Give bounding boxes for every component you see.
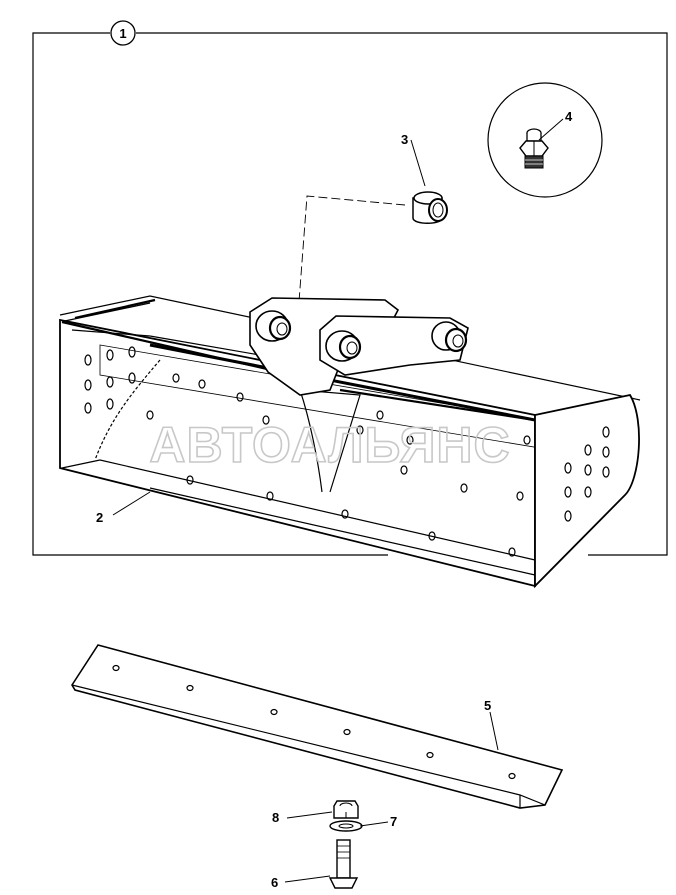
grease-nipple	[519, 128, 549, 169]
bushing-leader	[296, 195, 406, 329]
washer	[329, 820, 363, 832]
bucket: 2	[59, 295, 641, 589]
nut	[333, 800, 359, 819]
callout-4: 4	[565, 109, 573, 124]
callout-5: 5	[484, 698, 491, 713]
callout-3: 3	[401, 132, 408, 147]
bolt-assembly: 8 7 6	[271, 800, 397, 890]
mounting-brackets	[249, 297, 469, 396]
svg-text:1: 1	[119, 26, 126, 41]
callout-6: 6	[271, 875, 278, 890]
bushing: 3	[401, 132, 448, 224]
bolt	[328, 839, 359, 889]
grease-nipple-detail: 4	[487, 82, 603, 198]
assembly-frame	[32, 32, 668, 556]
callout-8: 8	[272, 810, 279, 825]
watermark-text: АВТОАЛЬЯНС	[149, 417, 510, 473]
callout-2: 2	[96, 510, 103, 525]
callout-1: 1	[110, 20, 136, 46]
callout-7: 7	[390, 814, 397, 829]
cutting-edge: 5	[71, 644, 564, 809]
